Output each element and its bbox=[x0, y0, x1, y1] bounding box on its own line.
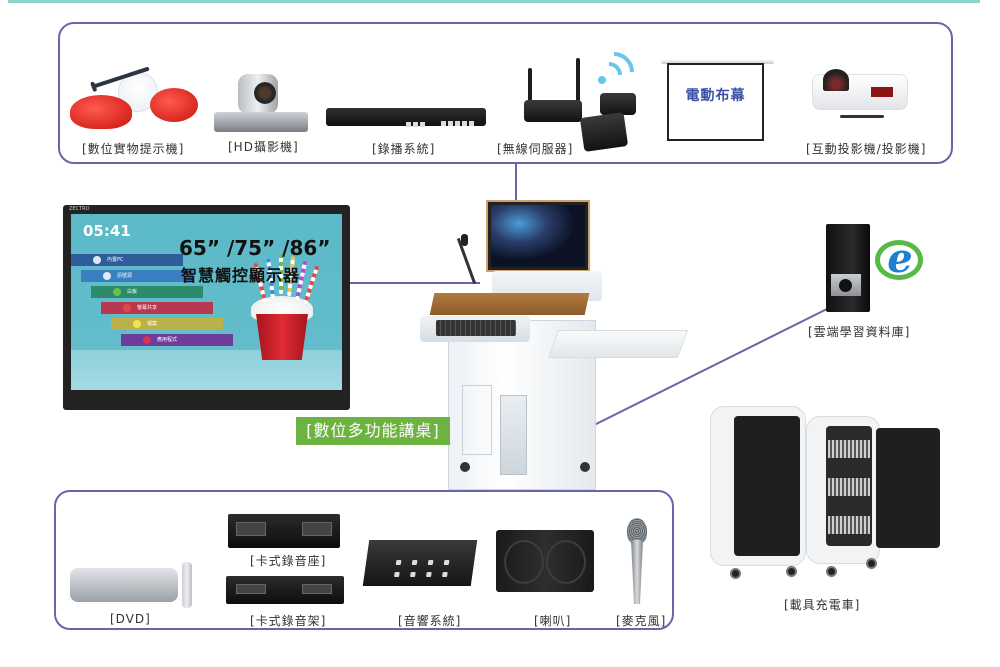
audio-system-label: [音響系統] bbox=[398, 614, 462, 628]
display-subtitle: 智慧觸控顯示器 bbox=[181, 266, 301, 285]
projection-screen-icon: 電動布幕 bbox=[667, 63, 764, 141]
display-clock: 05:41 bbox=[83, 222, 131, 240]
candle bbox=[303, 265, 320, 305]
screen-housing bbox=[661, 60, 774, 64]
connector-display bbox=[350, 282, 480, 284]
hd-camera-label: [HD攝影機] bbox=[228, 140, 299, 154]
projector-label: [互動投影機/投影機] bbox=[806, 142, 927, 156]
dvd-player-icon bbox=[70, 568, 178, 602]
cassette-deck-icon bbox=[228, 514, 340, 548]
display-menu-item: 應用程式 bbox=[121, 334, 233, 346]
smart-touch-display: ZECTRO 05:41 內置PC 訊號源 白板 螢幕共享 檔案 應用程式 設定… bbox=[63, 205, 350, 410]
display-menu-item: 螢幕共享 bbox=[101, 302, 213, 314]
cloud-database-label: [雲端學習資料庫] bbox=[808, 325, 911, 339]
cassette-rack-label: [卡式錄音架] bbox=[250, 614, 327, 628]
recording-system-label: [錄播系統] bbox=[372, 142, 436, 156]
recording-system-icon bbox=[326, 108, 486, 127]
projection-screen-label: 電動布幕 bbox=[685, 88, 746, 104]
display-menu-item: 檔案 bbox=[111, 318, 223, 330]
lectern-wood-top bbox=[429, 293, 590, 315]
keyboard-icon bbox=[436, 320, 516, 336]
display-menu-item: 白板 bbox=[91, 286, 203, 298]
amplifier-icon bbox=[362, 540, 478, 586]
speaker-label: [喇叭] bbox=[534, 614, 572, 628]
speaker-icon bbox=[496, 530, 594, 592]
cassette-deck-label: [卡式錄音座] bbox=[250, 554, 327, 568]
document-camera-label: [數位實物提示機] bbox=[82, 142, 185, 156]
side-document-tray bbox=[547, 330, 689, 358]
connector-top bbox=[515, 164, 517, 202]
cassette-rack-icon bbox=[226, 576, 344, 604]
display-size-headline: 65” /75” /86” bbox=[179, 236, 331, 260]
cloud-server-pc-icon bbox=[826, 224, 870, 312]
display-menu-item: 訊號源 bbox=[81, 270, 193, 282]
lectern-door bbox=[462, 385, 492, 455]
display-screen: 05:41 內置PC 訊號源 白板 螢幕共享 檔案 應用程式 設定 65” /7… bbox=[71, 214, 342, 390]
display-menu-item: 內置PC bbox=[71, 254, 183, 266]
dvd-label: [DVD] bbox=[110, 612, 151, 626]
microphone-label: [麥克風] bbox=[616, 614, 667, 628]
lectern-label: [數位多功能講桌] bbox=[296, 417, 450, 445]
interactive-pen-icon bbox=[840, 115, 884, 118]
lectern-wheel bbox=[580, 462, 590, 472]
charging-cart-label: [載具充電車] bbox=[784, 598, 861, 612]
lectern-wheel bbox=[460, 462, 470, 472]
peripherals-top-group bbox=[58, 22, 953, 164]
lectern-window bbox=[500, 395, 527, 475]
display-brand-logo: ZECTRO bbox=[69, 206, 90, 212]
sync-arrows-icon bbox=[875, 240, 923, 280]
remote-control-icon bbox=[182, 562, 192, 608]
gooseneck-mic-icon bbox=[461, 234, 468, 246]
candle bbox=[279, 254, 283, 294]
projector-icon bbox=[812, 69, 908, 110]
wireless-server-label: [無線伺服器] bbox=[497, 142, 574, 156]
cupcake-image bbox=[256, 314, 308, 360]
top-divider bbox=[8, 0, 980, 3]
lectern-monitor bbox=[486, 200, 590, 272]
browser-e-icon: e bbox=[887, 235, 913, 282]
